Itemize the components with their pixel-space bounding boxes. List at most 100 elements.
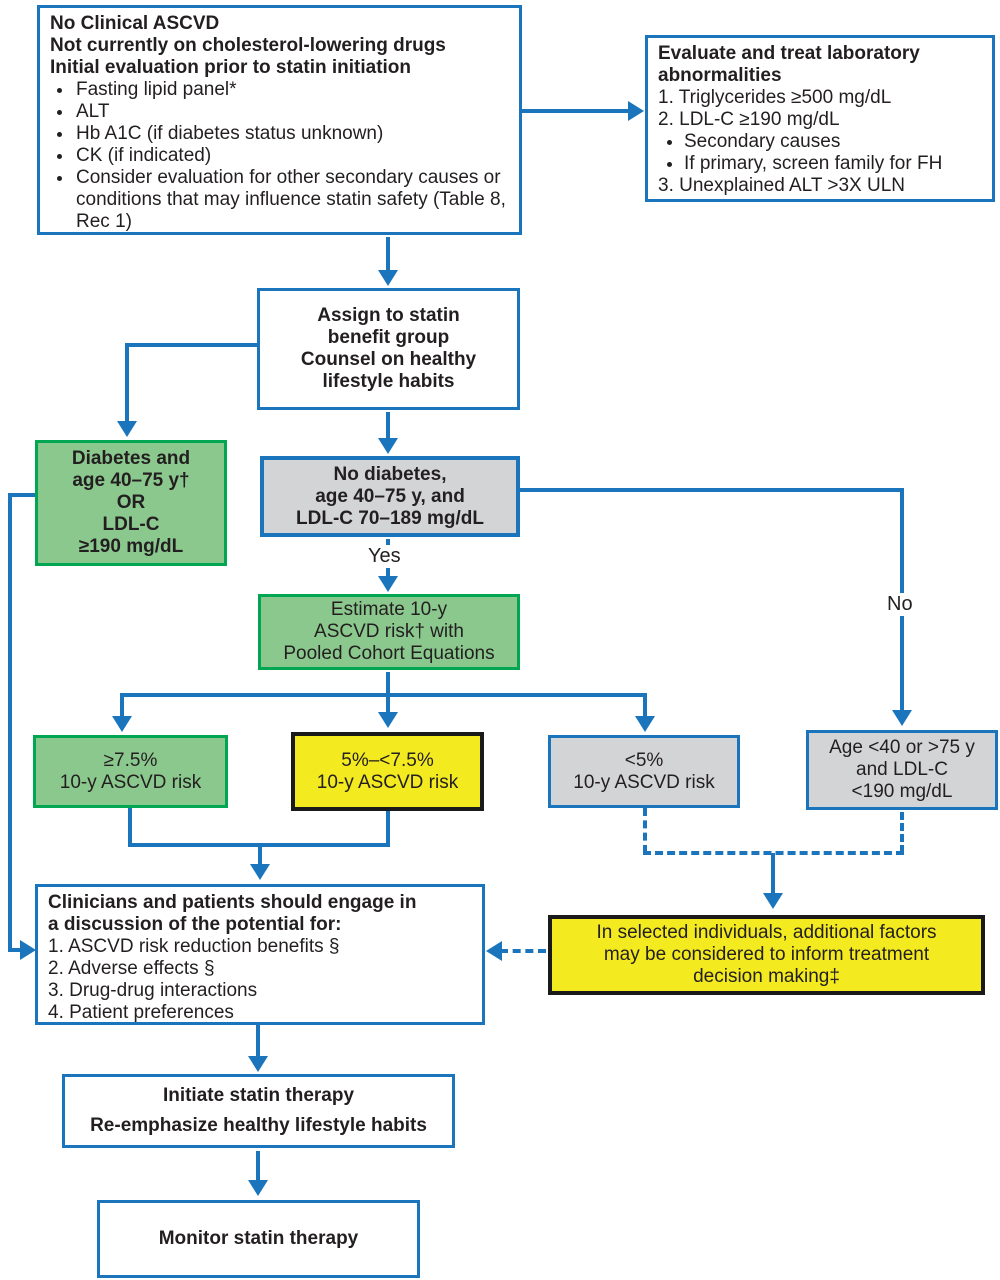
monitor-label: Monitor statin therapy (158, 1228, 359, 1249)
node-risk-mid: 5%–<7.5% 10-y ASCVD risk (291, 732, 484, 811)
assign-line: benefit group (327, 327, 450, 348)
selected-line: In selected individuals, additional fact… (596, 922, 937, 943)
age-out-line: and LDL-C (856, 759, 948, 780)
risk-high-line: 10-y ASCVD risk (59, 771, 202, 793)
clinicians-item: 2. Adverse effects § (48, 958, 215, 979)
initiate-line: Re-emphasize healthy lifestyle habits (90, 1115, 427, 1136)
lab-item: 3. Unexplained ALT >3X ULN (658, 175, 905, 196)
connector-assign-to-diabetes-h (125, 343, 257, 347)
initial-eval-bullet: CK (if indicated) (74, 145, 509, 167)
connector-no-branch-h (520, 488, 904, 492)
diabetes-line: LDL-C (102, 514, 160, 535)
diabetes-line: OR (116, 492, 146, 513)
arrowhead-initial-to-assign-icon (378, 270, 398, 286)
arrowhead-selected-icon (763, 893, 783, 909)
estimate-line: Pooled Cohort Equations (283, 643, 495, 664)
estimate-line: ASCVD risk† with (314, 621, 464, 642)
clinicians-heading-line: a discussion of the potential for: (48, 914, 342, 935)
arrowhead-clinicians-to-initiate-icon (248, 1056, 268, 1072)
risk-mid-line: 10-y ASCVD risk (316, 771, 459, 793)
initial-eval-heading-line: No Clinical ASCVD (50, 13, 220, 34)
connector-dashed-selected-to-clinicians (500, 949, 546, 953)
node-diabetes-group: Diabetes and age 40–75 y† OR LDL-C ≥190 … (35, 440, 227, 566)
initial-eval-bullet: Fasting lipid panel* (74, 79, 509, 101)
node-assign-benefit-group: Assign to statin benefit group Counsel o… (257, 288, 520, 410)
estimate-line: Estimate 10-y (330, 599, 448, 620)
lab-subbullet: If primary, screen family for FH (684, 153, 982, 175)
connector-estimate-branch-h (120, 693, 647, 697)
clinicians-item: 3. Drug-drug interactions (48, 980, 258, 1001)
assign-line: Counsel on healthy (300, 349, 477, 370)
node-clinician-discussion: Clinicians and patients should engage in… (35, 884, 485, 1025)
arrowhead-yes-branch-icon (378, 576, 398, 592)
initial-eval-bullet-list: Fasting lipid panel* ALT Hb A1C (if diab… (50, 79, 509, 233)
risk-low-line: <5% (624, 749, 664, 771)
no-diabetes-line: No diabetes, (333, 463, 447, 485)
connector-branch-right-v (643, 693, 647, 717)
lab-item: 1. Triglycerides ≥500 mg/dL (658, 87, 892, 108)
selected-line: may be considered to inform treatment (603, 944, 930, 965)
connector-merge-mid-v (386, 811, 390, 847)
node-age-out-of-range: Age <40 or >75 y and LDL-C <190 mg/dL (806, 730, 998, 810)
connector-clinicians-to-initiate (256, 1025, 260, 1058)
connector-dotted-ageout-v (900, 812, 904, 853)
connector-selected-v (771, 853, 775, 895)
clinicians-item: 4. Patient preferences (48, 1002, 234, 1023)
connector-initiate-to-monitor (256, 1151, 260, 1182)
arrowhead-branch-left-icon (112, 716, 132, 732)
connector-assign-to-diabetes-v (125, 343, 129, 423)
diabetes-line: Diabetes and (71, 448, 191, 469)
connector-estimate-stem (386, 672, 390, 697)
arrowhead-branch-mid-icon (378, 712, 398, 728)
node-risk-high: ≥7.5% 10-y ASCVD risk (33, 735, 228, 808)
risk-low-line: 10-y ASCVD risk (573, 771, 715, 793)
age-out-line: Age <40 or >75 y (829, 737, 975, 758)
node-no-diabetes-group: No diabetes, age 40–75 y, and LDL-C 70–1… (260, 456, 520, 537)
node-initiate-statin: Initiate statin therapy Re-emphasize hea… (62, 1074, 455, 1148)
connector-merge-down-v (258, 843, 262, 866)
node-monitor-statin: Monitor statin therapy (97, 1200, 420, 1278)
lab-subbullet-list: Secondary causes If primary, screen fami… (658, 131, 982, 175)
connector-left-rail-top-h (8, 493, 35, 497)
assign-line: Assign to statin (317, 305, 460, 326)
edge-label-no: No (882, 593, 918, 616)
connector-left-rail-bottom-h (8, 948, 22, 952)
age-out-line: <190 mg/dL (851, 781, 953, 802)
connector-assign-to-nodiabetes (386, 412, 390, 440)
connector-dotted-lowrisk-v (643, 808, 647, 853)
initial-eval-bullet: Hb A1C (if diabetes status unknown) (74, 123, 509, 145)
arrowhead-initial-to-lab-icon (628, 101, 644, 121)
initiate-line: Initiate statin therapy (162, 1085, 355, 1106)
lab-heading-line: abnormalities (658, 65, 782, 86)
diabetes-line: ≥190 mg/dL (78, 536, 184, 557)
connector-initial-to-lab (522, 109, 629, 113)
initial-eval-bullet: Consider evaluation for other secondary … (74, 167, 509, 233)
no-diabetes-line: age 40–75 y, and (315, 485, 465, 507)
node-selected-individuals: In selected individuals, additional fact… (548, 915, 985, 995)
lab-item: 2. LDL-C ≥190 mg/dL (658, 109, 840, 130)
risk-mid-line: 5%–<7.5% (341, 749, 434, 771)
connector-merge-left-v (128, 808, 132, 847)
assign-line: lifestyle habits (322, 371, 455, 392)
node-lab-abnormalities: Evaluate and treat laboratory abnormalit… (645, 35, 995, 202)
node-initial-evaluation: No Clinical ASCVD Not currently on chole… (37, 5, 522, 235)
arrowhead-merge-down-icon (250, 864, 270, 880)
risk-high-line: ≥7.5% (103, 749, 158, 771)
lab-heading-line: Evaluate and treat laboratory (658, 43, 920, 64)
arrowhead-initiate-to-monitor-icon (248, 1180, 268, 1196)
connector-initial-to-assign (386, 237, 390, 272)
arrowhead-branch-right-icon (635, 716, 655, 732)
initial-eval-heading-line: Initial evaluation prior to statin initi… (50, 57, 412, 78)
connector-branch-left-v (120, 693, 124, 717)
diabetes-line: age 40–75 y† (72, 470, 190, 491)
clinicians-heading-line: Clinicians and patients should engage in (48, 892, 417, 913)
no-diabetes-line: LDL-C 70–189 mg/dL (296, 507, 484, 529)
arrowhead-assign-to-nodiabetes-icon (378, 438, 398, 454)
initial-eval-bullet: ALT (74, 101, 509, 123)
arrowhead-assign-to-diabetes-icon (117, 421, 137, 437)
selected-line: decision making‡ (693, 966, 840, 987)
initial-eval-heading-line: Not currently on cholesterol-lowering dr… (50, 35, 446, 56)
arrowhead-no-branch-icon (892, 710, 912, 726)
lab-subbullet: Secondary causes (684, 131, 982, 153)
arrowhead-selected-to-clinicians-icon (486, 941, 502, 961)
